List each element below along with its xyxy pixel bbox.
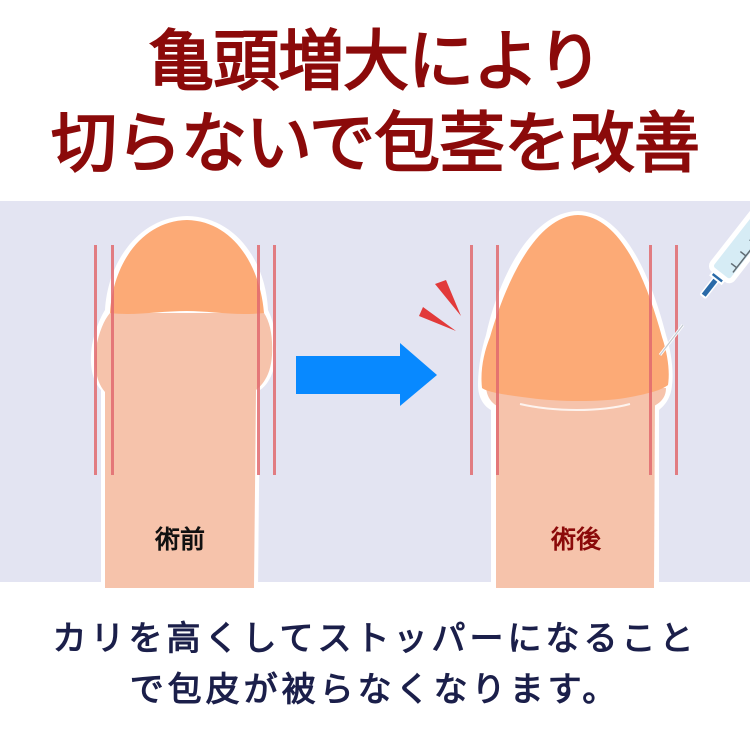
headline-line-2: 切らないで包茎を改善: [50, 104, 700, 182]
guide-line: [273, 245, 276, 475]
guide-line: [470, 245, 473, 475]
syringe-icon: [658, 179, 750, 356]
guide-line: [649, 245, 652, 475]
guide-line: [94, 245, 97, 475]
right-arrow-icon: [296, 343, 437, 406]
before-label: 術前: [154, 525, 205, 554]
before-figure: [90, 216, 277, 588]
guide-line: [111, 245, 114, 475]
emphasis-marks-icon: [419, 280, 461, 331]
caption-line-2: で包皮が被らなくなります。: [129, 670, 621, 710]
after-label: 術後: [550, 525, 601, 554]
after-figure: [470, 211, 678, 588]
guide-line: [496, 245, 499, 475]
caption-line-1: カリを高くしてストッパーになること: [52, 619, 698, 659]
headline-line-1: 亀頭増大により: [148, 22, 603, 100]
guide-line: [675, 245, 678, 475]
guide-line: [257, 245, 260, 475]
